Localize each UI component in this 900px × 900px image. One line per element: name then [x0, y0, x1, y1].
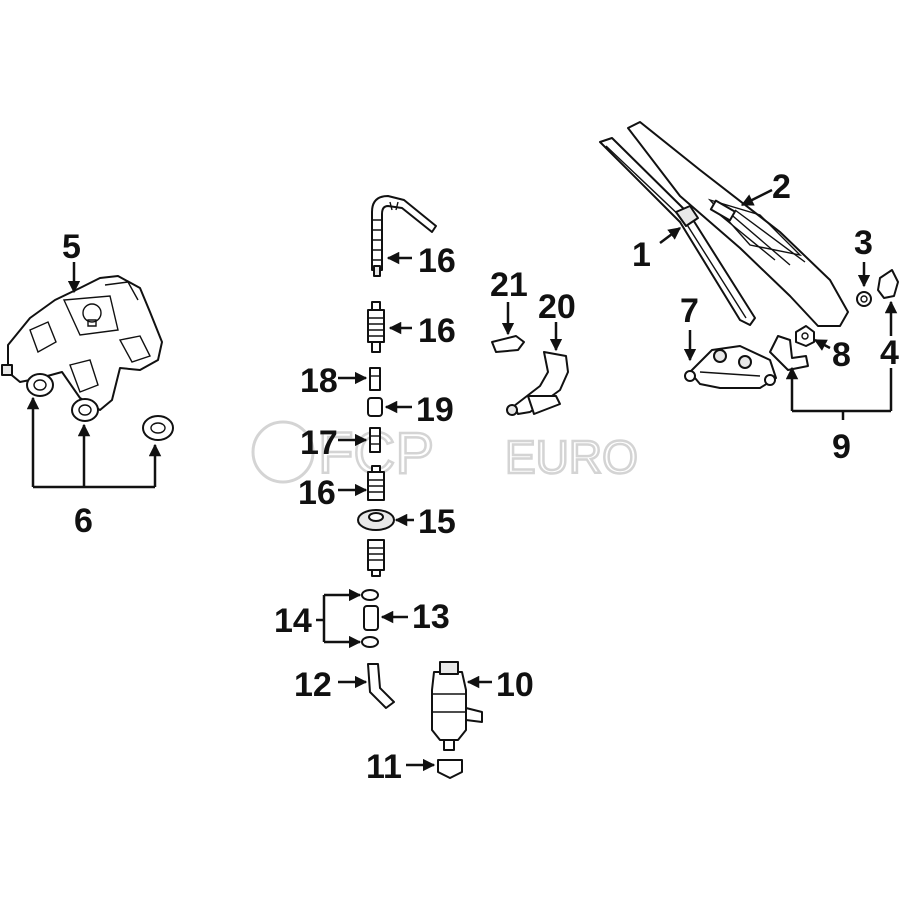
- hose-elbow-part-12[interactable]: [367, 663, 395, 709]
- callout-7: 7: [680, 292, 699, 330]
- nut-part-3[interactable]: [856, 291, 872, 307]
- grommet-part-6-c[interactable]: [142, 415, 174, 441]
- watermark-brand-b: EURO: [505, 431, 638, 483]
- nut-part-8[interactable]: [795, 325, 815, 347]
- wiper-motor-part-5[interactable]: [1, 275, 163, 411]
- callout-4: 4: [880, 334, 899, 372]
- callout-6: 6: [74, 502, 93, 540]
- callout-19: 19: [416, 391, 454, 429]
- hose-part-21[interactable]: [491, 335, 525, 353]
- sleeve-part-13[interactable]: [363, 605, 379, 631]
- grommet-part-15[interactable]: [357, 509, 395, 531]
- leader-bracket-6: [26, 396, 162, 489]
- grommet-part-6-a[interactable]: [26, 373, 54, 397]
- callout-15: 15: [418, 503, 456, 541]
- callout-16-c: 16: [298, 474, 336, 512]
- cap-part-4[interactable]: [877, 269, 899, 299]
- connector-part-17[interactable]: [369, 427, 381, 453]
- washer-connector-part-16-c[interactable]: [367, 465, 385, 501]
- leader-1: [659, 227, 681, 244]
- washer-nozzle-part-20[interactable]: [506, 351, 569, 416]
- washer-hose-part-16-a[interactable]: [371, 195, 437, 277]
- leader-bracket-9: [785, 366, 893, 420]
- washer-connector-lower[interactable]: [367, 539, 385, 577]
- callout-1: 1: [632, 236, 651, 274]
- callout-16-a: 16: [418, 242, 456, 280]
- callout-12: 12: [294, 666, 332, 704]
- callout-3: 3: [854, 224, 873, 262]
- callout-18: 18: [300, 362, 338, 400]
- leader-2: [740, 188, 773, 207]
- callout-13: 13: [412, 598, 450, 636]
- callout-5: 5: [62, 228, 81, 266]
- leader-8: [813, 338, 831, 351]
- washer-pump-part-10[interactable]: [431, 661, 483, 751]
- callout-20: 20: [538, 288, 576, 326]
- wiper-arm-part-2[interactable]: [627, 121, 849, 327]
- callout-16-b: 16: [418, 312, 456, 350]
- leader-bracket-14: [316, 588, 362, 649]
- grommet-part-11[interactable]: [437, 759, 463, 779]
- callout-21: 21: [490, 266, 528, 304]
- callout-10: 10: [496, 666, 534, 704]
- grommet-part-6-b[interactable]: [71, 398, 99, 422]
- callout-8: 8: [832, 336, 851, 374]
- connector-part-18[interactable]: [369, 367, 381, 391]
- washer-connector-part-16-b[interactable]: [367, 301, 385, 353]
- wiper-blade-part-1[interactable]: [599, 137, 756, 326]
- callout-14: 14: [274, 602, 312, 640]
- callout-11: 11: [366, 748, 402, 786]
- callout-9: 9: [832, 428, 851, 466]
- callout-2: 2: [772, 168, 791, 206]
- callout-17: 17: [300, 424, 338, 462]
- clamp-part-14-b[interactable]: [361, 636, 379, 648]
- pivot-linkage-part-7[interactable]: [684, 345, 777, 389]
- clamp-part-14-a[interactable]: [361, 589, 379, 601]
- sleeve-part-19[interactable]: [367, 397, 383, 417]
